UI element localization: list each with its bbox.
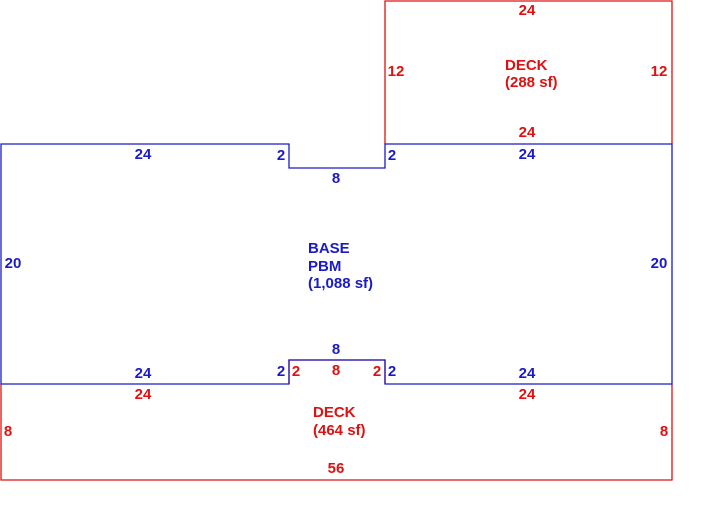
base-dim-top-notch-left: 2	[277, 147, 285, 164]
deck-bottom-dim-top-right: 24	[519, 386, 536, 403]
base-dim-top-notch-right: 2	[388, 147, 396, 164]
deck-top-dim-right: 12	[651, 63, 668, 80]
deck-top-dim-bottom: 24	[519, 124, 536, 141]
deck-bottom-dim-notch: 8	[332, 362, 340, 379]
deck-top-dim-left: 12	[388, 63, 405, 80]
deck-top-label-area: (288 sf)	[505, 74, 558, 91]
deck-bottom-dim-notch-left: 2	[292, 363, 300, 380]
base-label-code: PBM	[308, 258, 341, 275]
base-dim-top-left: 24	[135, 146, 152, 163]
base-dim-bottom-left: 24	[135, 365, 152, 382]
base-label-name: BASE	[308, 240, 350, 257]
deck-bottom-dim-left: 8	[4, 423, 12, 440]
base-dim-bottom-notch-right: 2	[388, 363, 396, 380]
deck-bottom-dim-bottom: 56	[328, 460, 345, 477]
base-dim-bottom-notch-left: 2	[277, 363, 285, 380]
base-label-area: (1,088 sf)	[308, 275, 373, 292]
base-dim-bottom-notch: 8	[332, 341, 340, 358]
base-dim-right: 20	[651, 255, 668, 272]
base-dim-top-right: 24	[519, 146, 536, 163]
deck-top-label-name: DECK	[505, 57, 548, 74]
base-dim-top-notch: 8	[332, 170, 340, 187]
deck-top-outline	[384, 0, 673, 144]
deck-top-dim-top: 24	[519, 2, 536, 19]
deck-bottom-label-name: DECK	[313, 404, 356, 421]
deck-bottom-label-area: (464 sf)	[313, 422, 366, 439]
deck-bottom-outline	[0, 384, 673, 481]
base-outline	[0, 143, 673, 385]
deck-bottom-dim-top-left: 24	[135, 386, 152, 403]
base-dim-bottom-right: 24	[519, 365, 536, 382]
base-dim-left: 20	[5, 255, 22, 272]
deck-bottom-dim-notch-right: 2	[373, 363, 381, 380]
deck-bottom-dim-right: 8	[660, 423, 668, 440]
